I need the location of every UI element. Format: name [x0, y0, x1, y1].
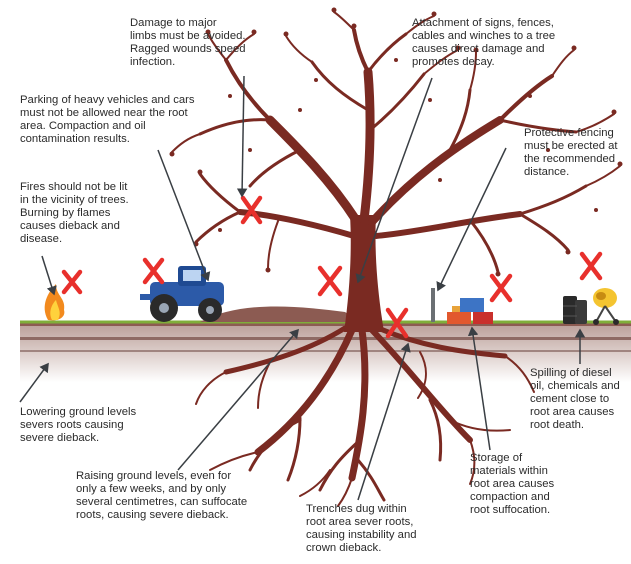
oil-drum-icon [563, 296, 587, 324]
materials-stack-icon [447, 298, 493, 324]
cross-mark-icon [64, 272, 80, 292]
raised-soil-mound [200, 306, 360, 322]
cross-mark-icon [145, 260, 162, 282]
caption-attachments: Attachment of signs, fences,cables and w… [412, 17, 555, 69]
cement-mixer-icon [593, 288, 619, 325]
fire-icon [45, 284, 65, 320]
cross-mark-icon [492, 276, 510, 300]
cross-mark-icon [320, 268, 340, 294]
cross-mark-icon [582, 254, 600, 278]
fence-post-icon [431, 288, 435, 322]
